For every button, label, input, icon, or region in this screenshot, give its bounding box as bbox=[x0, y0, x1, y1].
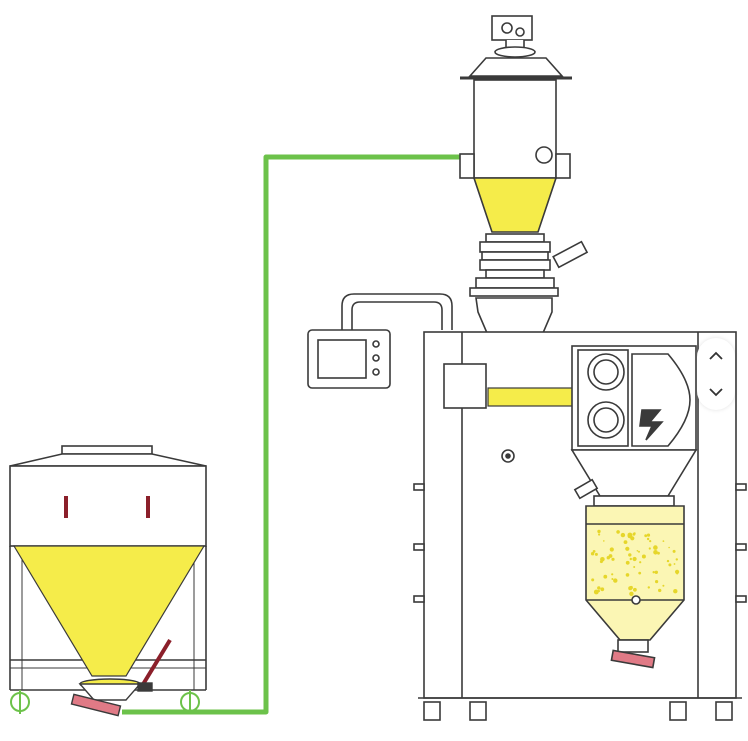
brand-logo bbox=[639, 409, 664, 441]
granule bbox=[625, 573, 630, 577]
ibc-body bbox=[9, 465, 207, 547]
granule bbox=[653, 545, 658, 550]
granule bbox=[611, 557, 615, 561]
ibc-lid bbox=[61, 445, 153, 455]
ibc-product-cone bbox=[12, 545, 206, 677]
granule bbox=[598, 533, 601, 536]
granule bbox=[628, 586, 633, 591]
granulator-funnel bbox=[570, 449, 698, 507]
granule bbox=[649, 540, 652, 543]
granule bbox=[623, 540, 628, 544]
granule bbox=[639, 561, 642, 564]
granule bbox=[668, 563, 672, 567]
granule bbox=[672, 549, 676, 553]
granule bbox=[658, 588, 662, 593]
vacuum-receiver bbox=[459, 15, 589, 297]
granule bbox=[599, 560, 603, 564]
granule bbox=[654, 570, 658, 574]
roller-compartment bbox=[571, 345, 697, 451]
receiver-gauge bbox=[535, 146, 553, 164]
granule bbox=[646, 533, 651, 537]
granule bbox=[597, 586, 601, 590]
granule bbox=[603, 574, 608, 579]
granule bbox=[632, 532, 636, 536]
granule bbox=[644, 534, 648, 538]
granule bbox=[590, 552, 595, 556]
collection-vessel bbox=[585, 505, 685, 669]
granule bbox=[668, 546, 670, 549]
ibc-container bbox=[9, 445, 207, 691]
granule bbox=[608, 554, 613, 558]
granule bbox=[630, 536, 635, 541]
granule bbox=[676, 572, 679, 575]
granule bbox=[629, 557, 632, 561]
granule bbox=[633, 587, 637, 592]
granule bbox=[627, 532, 633, 538]
chevron-up-icon[interactable] bbox=[703, 343, 729, 369]
granule bbox=[613, 578, 618, 583]
granule bbox=[597, 589, 600, 593]
granule bbox=[655, 580, 659, 584]
granule bbox=[593, 589, 599, 595]
granule bbox=[632, 556, 637, 562]
granule bbox=[591, 578, 595, 582]
receiver-sensor bbox=[552, 240, 589, 269]
granule bbox=[638, 550, 640, 553]
machine-side-box bbox=[443, 363, 487, 409]
granule bbox=[675, 569, 680, 575]
granule bbox=[597, 529, 601, 534]
ibc-casters bbox=[10, 690, 200, 714]
granule bbox=[594, 552, 598, 556]
ibc-outlet-valve bbox=[70, 638, 172, 717]
granule bbox=[628, 553, 632, 557]
feed-screw bbox=[487, 387, 575, 407]
ibc-discharge-adapter bbox=[70, 693, 122, 717]
granule bbox=[657, 551, 660, 555]
granule bbox=[609, 547, 614, 552]
granule bbox=[662, 584, 665, 587]
air-duct bbox=[341, 293, 453, 330]
granule bbox=[592, 550, 596, 553]
granule bbox=[620, 532, 626, 538]
granule bbox=[629, 591, 634, 596]
granule bbox=[653, 550, 658, 555]
granule bbox=[673, 589, 678, 594]
vessel-outlet-valve bbox=[610, 649, 656, 669]
granule bbox=[603, 540, 605, 542]
granule bbox=[611, 573, 614, 576]
granule bbox=[646, 537, 650, 541]
ibc-top-cone bbox=[9, 453, 207, 467]
granule bbox=[611, 578, 614, 580]
granule bbox=[600, 587, 605, 592]
conveying-line bbox=[122, 154, 464, 715]
chevron-down-icon[interactable] bbox=[703, 379, 729, 405]
scroll-navigation bbox=[697, 338, 735, 410]
granule bbox=[648, 547, 651, 550]
granule bbox=[673, 563, 676, 565]
control-panel bbox=[307, 329, 391, 389]
granule bbox=[662, 540, 665, 542]
granule-dots bbox=[590, 529, 680, 596]
granule bbox=[641, 554, 646, 559]
receiver-lid bbox=[468, 57, 564, 77]
granule bbox=[633, 566, 636, 568]
control-panel-screen bbox=[317, 339, 367, 379]
granule bbox=[647, 586, 650, 589]
granule bbox=[625, 560, 630, 565]
granule bbox=[666, 559, 670, 563]
granule bbox=[675, 558, 678, 561]
granule bbox=[652, 571, 655, 574]
granule bbox=[625, 546, 630, 551]
granule bbox=[638, 571, 642, 575]
granule bbox=[616, 530, 620, 534]
granule bbox=[636, 550, 639, 552]
